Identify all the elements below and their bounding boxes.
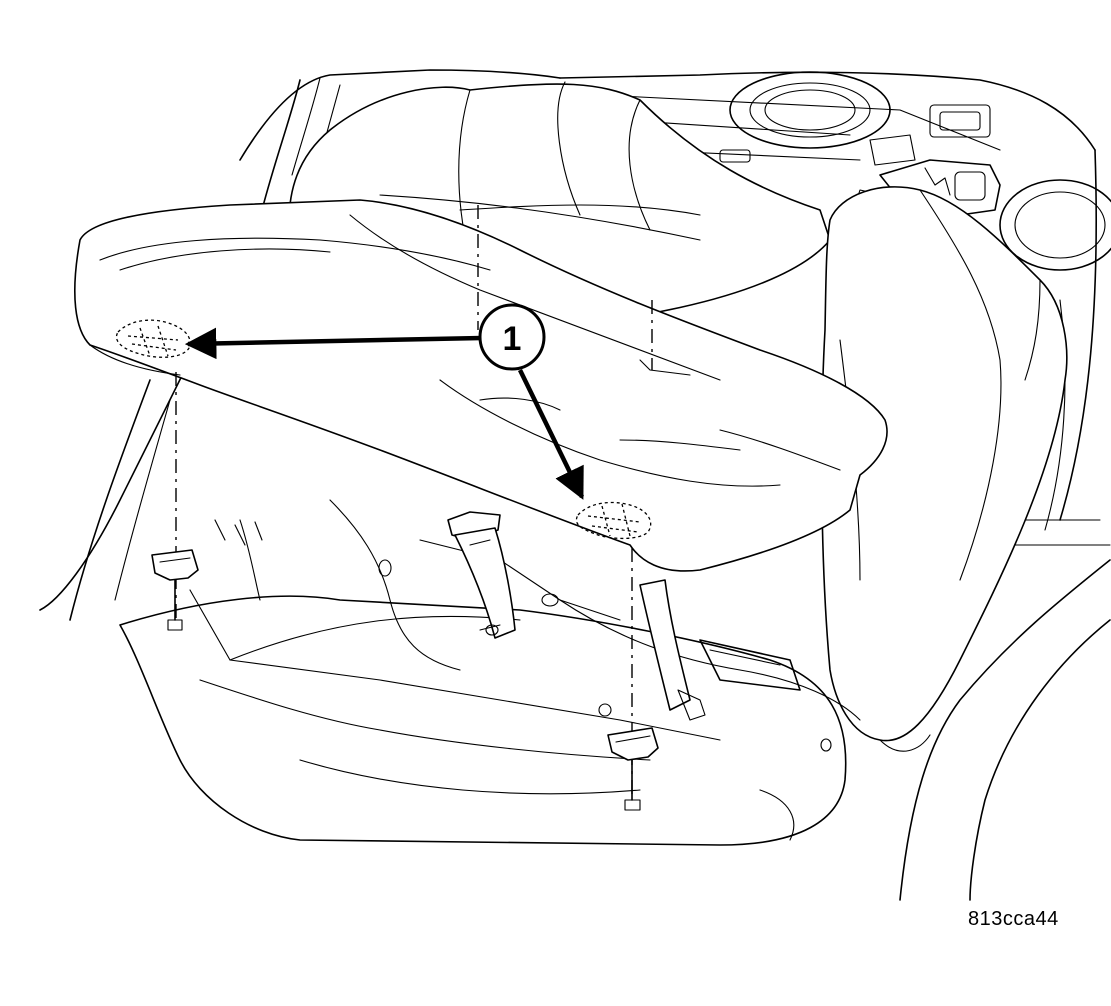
figure-reference-code: 813cca44 — [968, 908, 1059, 930]
seat-belt-buckle-icon — [447, 511, 706, 721]
floor-pan — [119, 499, 861, 846]
vehicle-body-background — [39, 69, 1111, 901]
callout-arrows — [184, 327, 585, 500]
hook-loop-patch-right-icon — [575, 501, 652, 540]
retainer-clip-right-icon — [607, 727, 659, 811]
callout-1: 1 — [478, 303, 546, 371]
retainer-clip-left-icon — [151, 549, 199, 631]
callout-number: 1 — [503, 320, 522, 358]
seat-cushion-icon — [74, 199, 888, 572]
